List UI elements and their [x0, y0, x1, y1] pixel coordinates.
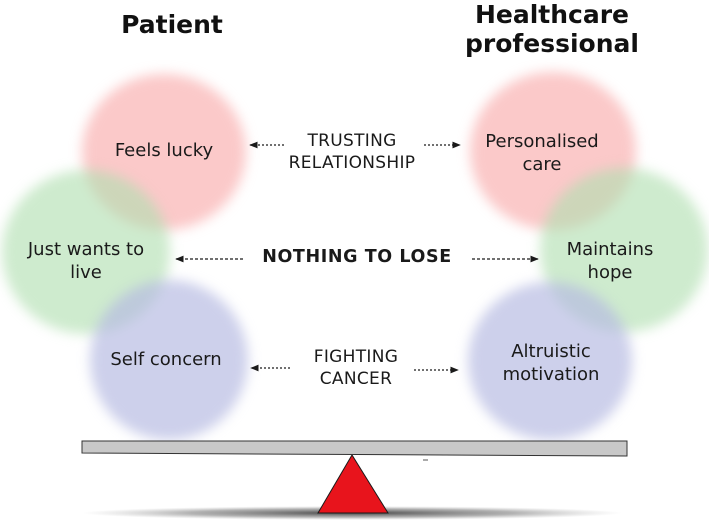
- healthcare-professional-heading-line1: Healthcare: [474, 0, 630, 29]
- label-personalised-care-line2: care: [522, 154, 562, 175]
- label-feels-lucky: Feels lucky: [96, 139, 232, 162]
- label-personalised-care-line1: Personalised: [485, 131, 599, 152]
- fulcrum-triangle: [317, 454, 389, 514]
- label-altruistic-motivation-line1: Altruistic: [511, 341, 591, 362]
- professional-blue-circle: [468, 282, 632, 440]
- label-maintains-hope-line1: Maintains: [566, 239, 654, 260]
- patient-heading-text: Patient: [121, 10, 223, 39]
- label-self-concern-text: Self concern: [110, 349, 222, 370]
- label-just-wants-to-live-line1: Just wants to: [27, 239, 145, 260]
- patient-blue-circle: [90, 280, 248, 440]
- label-altruistic-motivation: Altruistic motivation: [474, 340, 628, 386]
- connection-fighting-line2: CANCER: [319, 369, 393, 389]
- seesaw-beam: [81, 440, 628, 457]
- connection-trusting-relationship: TRUSTING RELATIONSHIP: [272, 130, 432, 174]
- label-personalised-care: Personalised care: [470, 130, 614, 176]
- healthcare-professional-heading-line2: professional: [465, 29, 639, 58]
- connection-fighting-line1: FIGHTING: [313, 347, 399, 367]
- connection-nothing-to-lose: NOTHING TO LOSE: [246, 246, 468, 268]
- label-maintains-hope: Maintains hope: [560, 238, 660, 284]
- label-just-wants-to-live-line2: live: [70, 262, 102, 283]
- connection-trusting-line1: TRUSTING: [307, 131, 397, 151]
- label-just-wants-to-live: Just wants to live: [8, 238, 164, 284]
- healthcare-professional-heading: Healthcare professional: [452, 0, 652, 58]
- patient-heading: Patient: [92, 10, 252, 39]
- label-altruistic-motivation-line2: motivation: [502, 364, 600, 385]
- connection-trusting-line2: RELATIONSHIP: [288, 153, 416, 173]
- connection-fighting-cancer: FIGHTING CANCER: [286, 346, 426, 390]
- label-feels-lucky-text: Feels lucky: [114, 140, 214, 161]
- label-self-concern: Self concern: [92, 348, 240, 371]
- label-maintains-hope-line2: hope: [587, 262, 633, 283]
- connection-nothing-to-lose-text: NOTHING TO LOSE: [262, 247, 452, 267]
